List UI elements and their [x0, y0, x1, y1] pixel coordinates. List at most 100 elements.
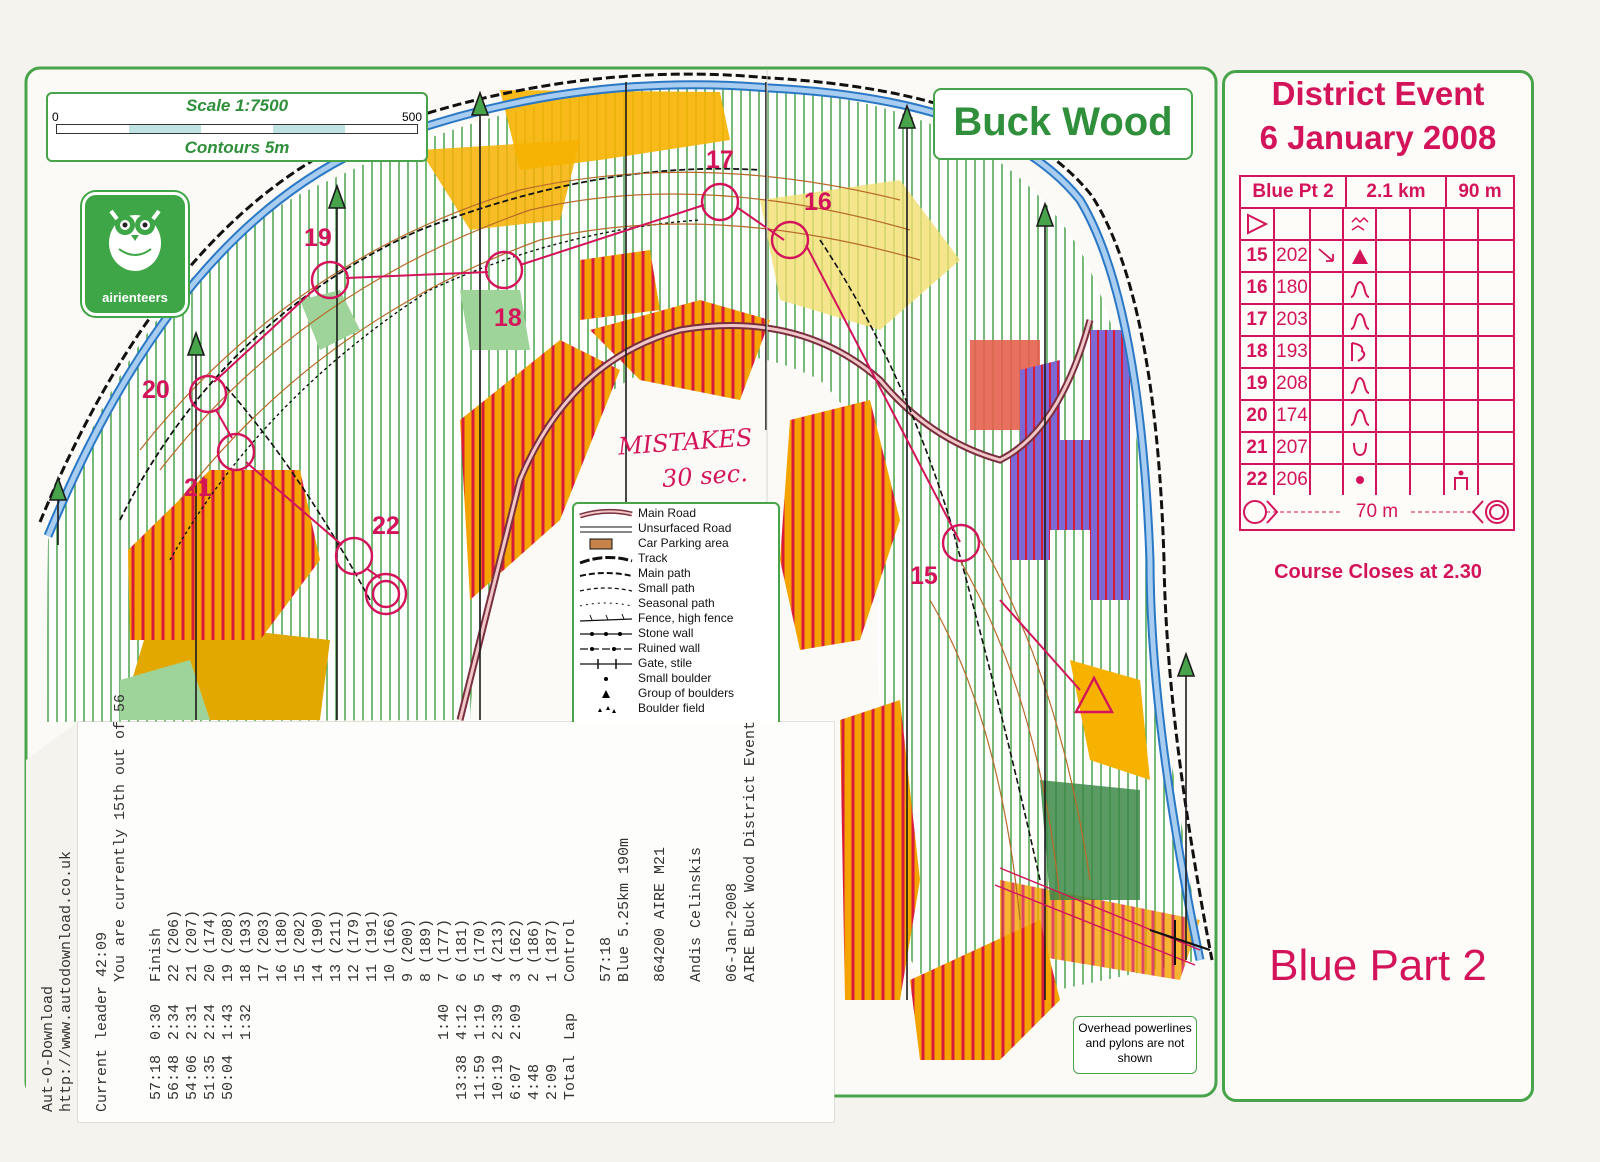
start-feature-icon	[1344, 209, 1377, 239]
boulder-group-symbol	[578, 688, 634, 700]
control-22-circle	[334, 536, 374, 576]
receipt-line: 7 (177)	[436, 918, 453, 982]
contours-label: Contours 5m	[184, 138, 290, 157]
fence-symbol	[578, 613, 634, 625]
control-number: 18	[1241, 337, 1275, 367]
description-cell	[1311, 337, 1344, 367]
receipt-line: AIRE Buck Wood District Event	[742, 720, 759, 982]
lap-value: 1:43	[220, 1003, 237, 1040]
small-path-symbol	[578, 583, 634, 595]
control-22-label: 22	[372, 512, 400, 540]
description-cell	[1445, 241, 1479, 271]
receipt-line: 12 (179)	[346, 909, 363, 982]
legend-item: Main Road	[578, 506, 696, 521]
control-number: 17	[1241, 305, 1275, 335]
receipt-line: 2 (186)	[526, 918, 543, 982]
receipt-line: You are currently 15th out of 56	[112, 693, 129, 982]
control-code: 202	[1275, 241, 1311, 271]
receipt-line: 22 (206)	[166, 909, 183, 982]
start-row	[1241, 209, 1513, 241]
legend-item: Boulder field	[578, 701, 705, 716]
lap-value: 1:19	[472, 1003, 489, 1040]
control-number: 19	[1241, 369, 1275, 399]
finish-row: 70 m	[1241, 495, 1513, 529]
lap-value: 0:30	[148, 1003, 165, 1040]
total-value: 54:06	[184, 1054, 201, 1100]
control-20-label: 20	[142, 376, 170, 404]
receipt-line: 13 (211)	[328, 909, 345, 982]
main-road-symbol	[578, 508, 634, 520]
control-code: 193	[1275, 337, 1311, 367]
control-17-label: 17	[706, 146, 734, 174]
control-circles	[188, 182, 1114, 714]
event-date: 6 January 2008	[1259, 119, 1497, 156]
knoll-icon	[1344, 369, 1377, 399]
total-value: 2:09	[544, 1063, 561, 1100]
control-17-circle	[700, 182, 740, 222]
track-symbol	[578, 553, 634, 565]
receipt-line: 8 (189)	[418, 918, 435, 982]
stone-wall-symbol	[578, 628, 634, 640]
receipt-line	[580, 722, 600, 982]
receipt-line: 21 (207)	[184, 909, 201, 982]
description-cell	[1445, 273, 1479, 303]
receipt-line	[670, 722, 690, 982]
receipt-line: http://www.autodownload.co.uk	[58, 850, 75, 1112]
legend-item: Ruined wall	[578, 641, 700, 656]
card-header-row: Blue Pt 2 2.1 km 90 m	[1241, 177, 1513, 209]
description-cell	[1445, 369, 1479, 399]
course-climb: 90 m	[1458, 181, 1502, 202]
control-number: 21	[1241, 433, 1275, 463]
control-code: 203	[1275, 305, 1311, 335]
knoll-icon	[1344, 273, 1377, 303]
receipt-line: Control	[562, 918, 579, 982]
control-code: 206	[1275, 465, 1311, 495]
receipt-line: 17 (203)	[256, 909, 273, 982]
event-panel: District Event 6 January 2008 Blue Pt 2 …	[1222, 70, 1534, 1102]
map-title: Buck Wood	[953, 100, 1173, 144]
start-symbol	[1241, 209, 1275, 239]
ruined-wall-symbol	[578, 643, 634, 655]
description-cell	[1445, 433, 1479, 463]
control-16-circle	[770, 220, 810, 260]
finish-outer-circle	[364, 572, 408, 616]
control-21-label: 21	[184, 474, 212, 502]
event-title: District Event	[1271, 75, 1485, 112]
water-point-icon	[1445, 465, 1479, 495]
scale-bar	[56, 124, 418, 134]
receipt-line: 15 (202)	[292, 909, 309, 982]
lap-value: 1:32	[238, 1003, 255, 1040]
lap-value: 2:31	[184, 1003, 201, 1040]
re-entrant-icon	[1344, 337, 1377, 367]
total-value: 56:48	[166, 1054, 183, 1100]
lap-header: Lap	[562, 1012, 579, 1040]
description-cell	[1311, 433, 1344, 463]
description-cell	[1311, 273, 1344, 303]
control-18-label: 18	[494, 304, 522, 332]
description-cell	[1311, 401, 1344, 431]
direction-icon	[1311, 241, 1344, 271]
control-code: 207	[1275, 433, 1311, 463]
total-value: 11:59	[472, 1054, 489, 1100]
main-path-symbol	[578, 568, 634, 580]
receipt-line: 9 (200)	[400, 918, 417, 982]
total-value: 57:18	[148, 1054, 165, 1100]
legend-item: Track	[578, 551, 668, 566]
receipt-line: 5 (170)	[472, 918, 489, 982]
total-header: Total	[562, 1054, 579, 1100]
total-value: 13:38	[454, 1054, 471, 1100]
course-length: 2.1 km	[1347, 177, 1447, 207]
receipt-line: 10 (166)	[382, 909, 399, 982]
lap-value: 2:24	[202, 1003, 219, 1040]
lap-value: 4:12	[454, 1003, 471, 1040]
description-cell	[1445, 401, 1479, 431]
total-value: 4:48	[526, 1063, 543, 1100]
receipt-line: 1 (187)	[544, 918, 561, 982]
receipt-line: Andis Celinskis	[688, 846, 705, 982]
